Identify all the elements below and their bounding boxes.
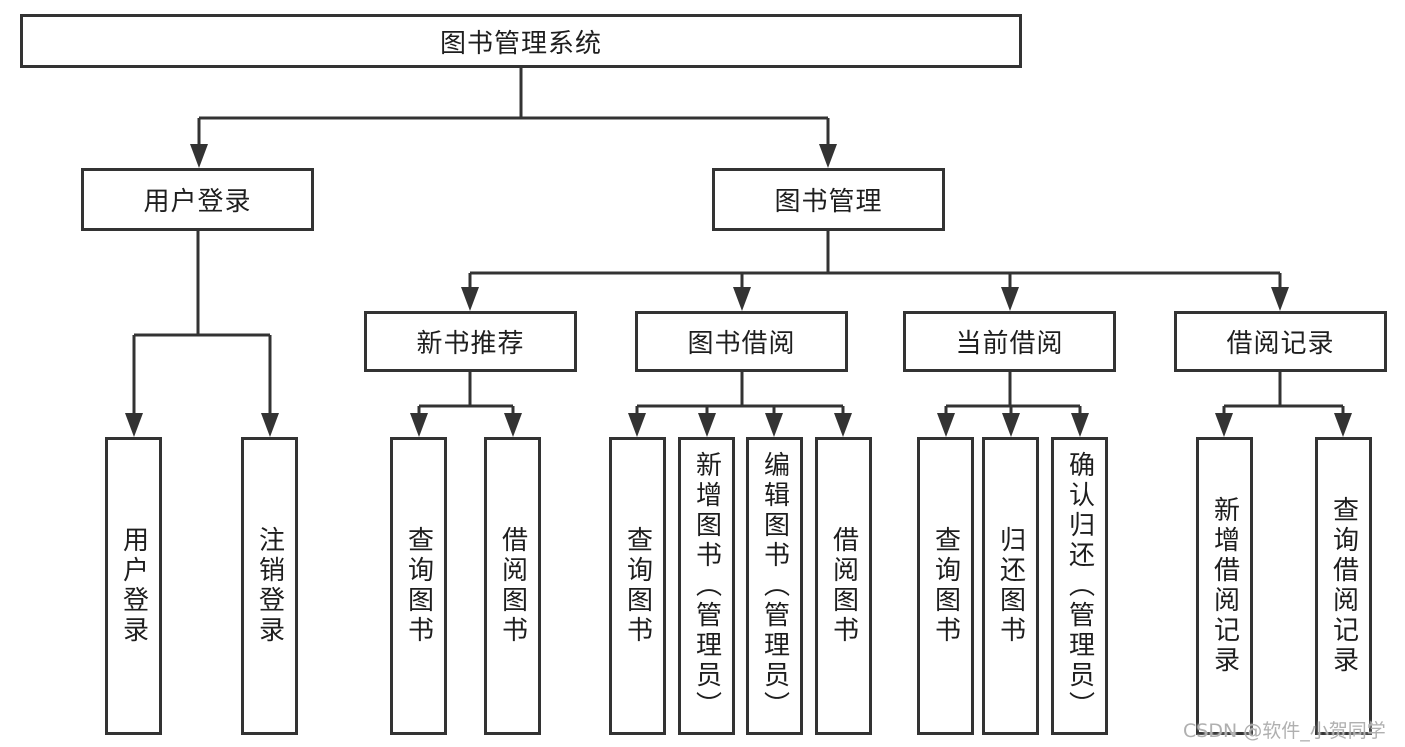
leaf-add-book-admin-label: 新增图书（管理员） [691, 451, 722, 721]
node-book-management: 图书管理 [712, 168, 945, 231]
leaf-query-book-recommend: 查询图书 [390, 437, 447, 735]
leaf-borrow-book-recommend-label: 借阅图书 [497, 526, 528, 646]
leaf-user-login: 用户登录 [105, 437, 162, 735]
leaf-query-book-current-label: 查询图书 [930, 526, 961, 646]
leaf-query-book-borrow-label: 查询图书 [622, 526, 653, 646]
node-user-login: 用户登录 [81, 168, 314, 231]
leaf-query-borrow-record-label: 查询借阅记录 [1328, 496, 1359, 676]
leaf-query-book-recommend-label: 查询图书 [403, 526, 434, 646]
leaf-add-book-admin: 新增图书（管理员） [678, 437, 735, 735]
leaf-query-borrow-record: 查询借阅记录 [1315, 437, 1372, 735]
leaf-borrow-book-recommend: 借阅图书 [484, 437, 541, 735]
leaf-confirm-return-admin-label: 确认归还（管理员） [1064, 451, 1095, 721]
leaf-query-book-borrow: 查询图书 [609, 437, 666, 735]
leaf-user-login-label: 用户登录 [118, 526, 149, 646]
node-borrow-records-label: 借阅记录 [1226, 329, 1335, 359]
leaf-return-book-label: 归还图书 [995, 526, 1026, 646]
node-current-borrow-label: 当前借阅 [955, 329, 1064, 359]
leaf-add-borrow-record: 新增借阅记录 [1196, 437, 1253, 735]
watermark: CSDN @软件_小贺同学 [1183, 720, 1386, 742]
node-current-borrow: 当前借阅 [903, 311, 1116, 372]
leaf-confirm-return-admin: 确认归还（管理员） [1051, 437, 1108, 735]
node-book-borrow-label: 图书借阅 [687, 329, 796, 359]
node-root: 图书管理系统 [20, 14, 1022, 68]
leaf-borrow-book-borrow: 借阅图书 [815, 437, 872, 735]
node-book-management-label: 图书管理 [774, 187, 883, 217]
leaf-add-borrow-record-label: 新增借阅记录 [1209, 496, 1240, 676]
leaf-query-book-current: 查询图书 [917, 437, 974, 735]
leaf-logout-label: 注销登录 [254, 526, 285, 646]
leaf-edit-book-admin-label: 编辑图书（管理员） [759, 451, 790, 721]
node-borrow-records: 借阅记录 [1174, 311, 1387, 372]
node-new-book-recommend: 新书推荐 [364, 311, 577, 372]
leaf-return-book: 归还图书 [982, 437, 1039, 735]
node-book-borrow: 图书借阅 [635, 311, 848, 372]
node-new-book-recommend-label: 新书推荐 [416, 329, 525, 359]
node-root-label: 图书管理系统 [439, 28, 602, 59]
leaf-borrow-book-borrow-label: 借阅图书 [828, 526, 859, 646]
leaf-logout: 注销登录 [241, 437, 298, 735]
arrowheads [125, 144, 1352, 437]
leaf-edit-book-admin: 编辑图书（管理员） [746, 437, 803, 735]
node-user-login-label: 用户登录 [143, 187, 252, 217]
